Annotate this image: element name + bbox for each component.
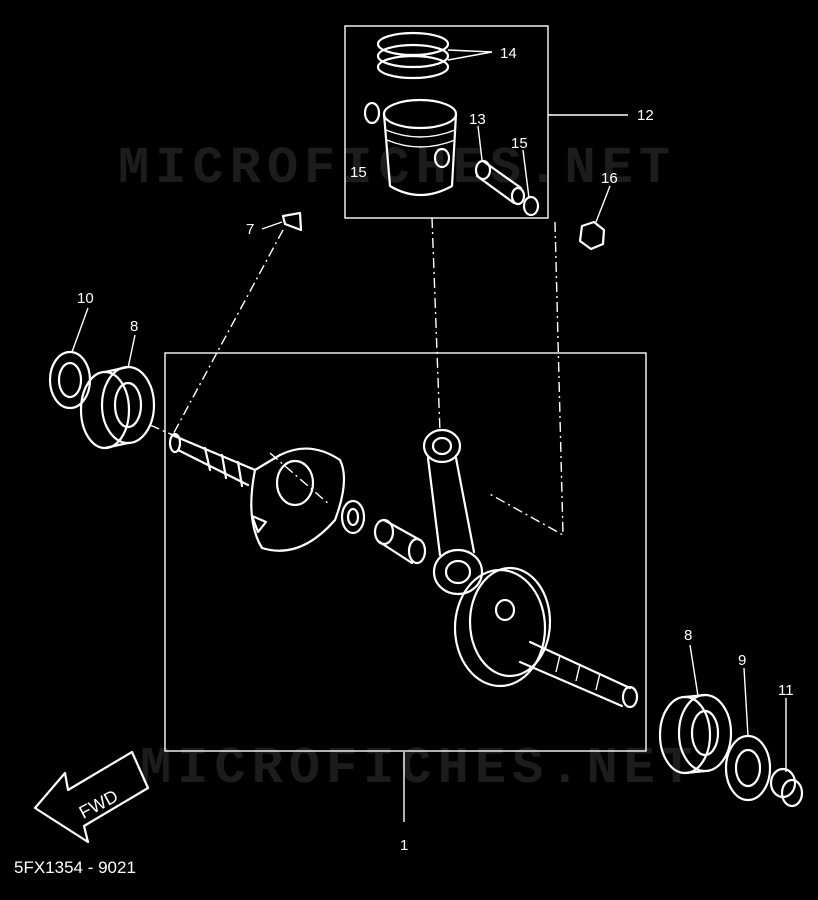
- needle-bearing: [340, 499, 366, 535]
- callout-15-left: 15: [350, 164, 367, 181]
- leader-10: [71, 307, 89, 353]
- bearing-guide-line: [149, 424, 176, 437]
- crankshaft-group-box: [164, 352, 647, 752]
- callout-10: 10: [77, 290, 94, 307]
- callout-1: 1: [400, 837, 408, 854]
- callout-8-right: 8: [684, 627, 692, 644]
- callout-15-right: 15: [511, 135, 528, 152]
- piston: [382, 98, 458, 196]
- nut-guide-line: [487, 221, 564, 537]
- leader-8b: [689, 644, 699, 697]
- callout-8-left: 8: [130, 318, 138, 335]
- leader-13: [477, 125, 483, 161]
- watermark-bottom: MICROFICHES.NET: [140, 739, 698, 798]
- crank-pin: [373, 518, 427, 565]
- crank-guide-line: [269, 452, 331, 506]
- nut: [578, 220, 606, 251]
- leader-7: [261, 221, 283, 230]
- leader-16: [595, 185, 611, 223]
- callout-12: 12: [637, 107, 654, 124]
- piston-pin: [474, 159, 526, 206]
- callout-16: 16: [601, 170, 618, 187]
- crankshaft-left-half: [168, 432, 346, 552]
- bearing-left: [79, 365, 156, 450]
- leader-14: [447, 49, 493, 61]
- callout-14: 14: [500, 45, 517, 62]
- callout-7: 7: [246, 221, 254, 238]
- callout-13: 13: [469, 111, 486, 128]
- callout-9: 9: [738, 652, 746, 669]
- circlip-left: [363, 101, 381, 125]
- collar: [769, 767, 804, 808]
- leader-9: [743, 667, 749, 737]
- circlip-right: [522, 195, 540, 217]
- leader-15b: [522, 149, 530, 199]
- bearing-right: [658, 693, 733, 775]
- piston-rings: [376, 31, 450, 80]
- piston-group-box: [344, 25, 549, 219]
- key-guide-line: [169, 229, 284, 441]
- crankshaft-right-half: [453, 566, 639, 709]
- part-code: 5FX1354 - 9021: [14, 858, 136, 877]
- leader-8a: [127, 334, 136, 369]
- oil-seal-right: [724, 734, 772, 802]
- fwd-arrow-icon: FWD: [33, 750, 150, 844]
- piston-guide-line: [431, 217, 441, 433]
- oil-seal-left: [48, 350, 92, 410]
- woodruff-key: [281, 211, 303, 232]
- callout-11: 11: [778, 682, 794, 699]
- connecting-rod: [422, 428, 484, 596]
